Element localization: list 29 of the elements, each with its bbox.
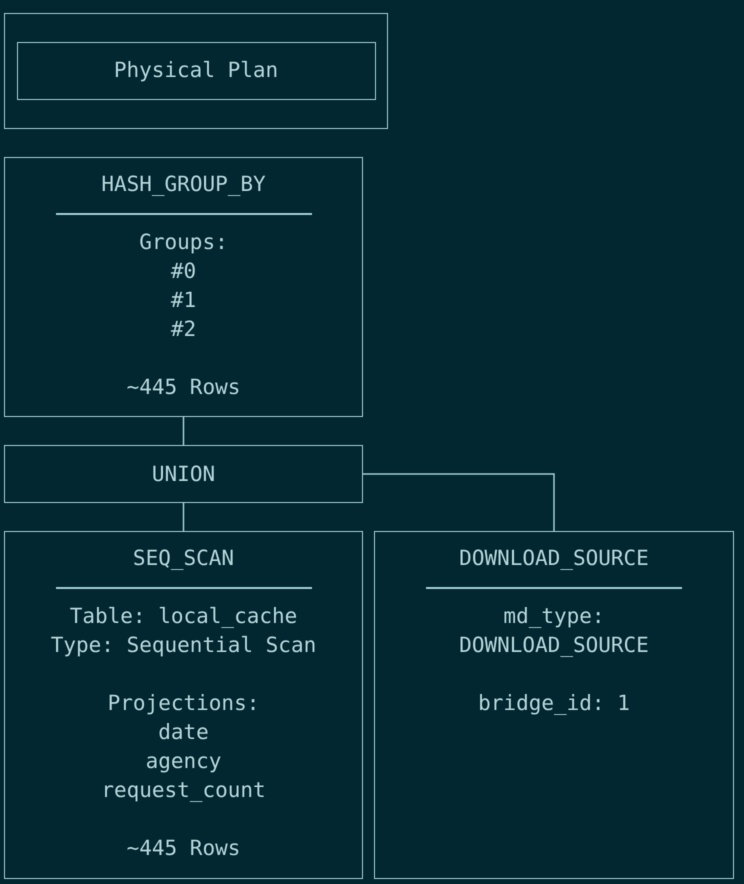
operator-detail: Projections: bbox=[108, 690, 260, 716]
connector-line bbox=[182, 503, 184, 531]
operator-detail: md_type: bbox=[503, 602, 605, 630]
operator-name: HASH_GROUP_BY bbox=[101, 171, 266, 198]
operator-name: DOWNLOAD_SOURCE bbox=[459, 545, 649, 572]
operator-detail: ~445 Rows bbox=[126, 374, 240, 400]
connector-line bbox=[363, 473, 555, 531]
title-box bbox=[16, 42, 376, 100]
operator-box bbox=[4, 531, 363, 879]
operator-detail: Table: local_cache bbox=[70, 602, 298, 630]
plan-title: Physical Plan bbox=[114, 57, 278, 84]
operator-name: SEQ_SCAN bbox=[132, 545, 234, 572]
operator-detail: date bbox=[158, 718, 209, 746]
operator-detail: bridge_id: 1 bbox=[478, 690, 630, 717]
operator-detail: DOWNLOAD_SOURCE bbox=[459, 632, 649, 659]
operator-detail: request_count bbox=[101, 776, 266, 804]
operator-detail: #0 bbox=[170, 258, 196, 284]
operator-detail: ~445 Rows bbox=[126, 834, 240, 862]
operator-box bbox=[4, 445, 363, 503]
operator-name: UNION bbox=[152, 460, 216, 488]
connector-line bbox=[182, 417, 184, 445]
operator-box bbox=[4, 157, 363, 417]
operator-box bbox=[374, 531, 734, 879]
operator-detail: #2 bbox=[170, 316, 196, 342]
operator-detail: #1 bbox=[170, 286, 196, 314]
operator-detail: Groups: bbox=[139, 228, 228, 256]
plan-frame bbox=[4, 13, 388, 129]
operator-detail: agency bbox=[146, 748, 222, 774]
operator-detail: Type: Sequential Scan bbox=[50, 632, 316, 658]
